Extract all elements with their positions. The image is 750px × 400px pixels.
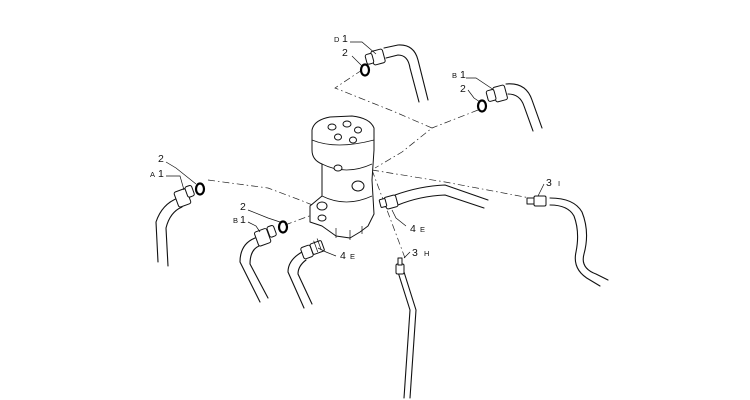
pipe-d-tube-edge-1 bbox=[383, 44, 429, 101]
valve-side-port bbox=[351, 180, 365, 192]
valve-port-4 bbox=[334, 133, 342, 141]
label-b1-top-letter: B bbox=[452, 71, 457, 80]
hose-h-edge-1 bbox=[397, 271, 411, 399]
pipe-b-low-tube-edge-1 bbox=[239, 237, 261, 303]
label-e4-low-number: 4 bbox=[340, 250, 346, 262]
assembly-line-i bbox=[371, 169, 531, 199]
leader-b2-low bbox=[247, 209, 281, 223]
hose-e-low-assembly bbox=[287, 238, 325, 309]
hose-e-right-edge-1 bbox=[394, 184, 489, 201]
o-ring-d bbox=[359, 63, 371, 77]
pipe-a-assembly bbox=[155, 182, 206, 267]
hose-e-right-edge-2 bbox=[397, 194, 485, 209]
leader-i3 bbox=[537, 183, 545, 197]
hose-e-low-edge-1 bbox=[287, 251, 305, 309]
o-ring-b-low bbox=[277, 220, 289, 234]
pipe-b-top-assembly bbox=[476, 83, 543, 132]
leader-e4-low bbox=[317, 247, 337, 257]
label-a2-number: 2 bbox=[158, 153, 164, 165]
valve-port-1 bbox=[327, 123, 337, 131]
pipe-b-low-fitting-nut bbox=[254, 228, 272, 247]
leader-b1-top bbox=[466, 77, 495, 91]
leader-h3 bbox=[403, 251, 411, 259]
pipe-d-assembly bbox=[359, 44, 429, 103]
pipe-d-fitting-tip bbox=[364, 53, 375, 65]
pipe-d-tube-edge-2 bbox=[385, 54, 420, 103]
hose-h-edge-2 bbox=[403, 271, 417, 399]
hose-h-tip bbox=[397, 257, 403, 266]
hose-e-low-hex-nut bbox=[309, 240, 325, 255]
hose-i-edge-1 bbox=[549, 197, 609, 281]
leader-a1 bbox=[166, 175, 185, 191]
valve-low-edge bbox=[321, 195, 373, 203]
assembly-line-d bbox=[334, 69, 433, 169]
hose-i-tip bbox=[526, 197, 535, 205]
pipe-a-tube-edge-2 bbox=[165, 206, 183, 267]
hose-i-fitting bbox=[533, 195, 547, 207]
leader-d1 bbox=[350, 41, 377, 55]
hose-e-right-assembly bbox=[378, 184, 489, 210]
pipe-a-tube-edge-1 bbox=[155, 197, 179, 263]
label-b1-top-number: 1 bbox=[460, 69, 466, 81]
label-d2-number: 2 bbox=[342, 47, 348, 59]
assembly-lines bbox=[207, 69, 531, 259]
label-d1-letter: D bbox=[334, 35, 340, 44]
valve-mid-edge bbox=[321, 163, 373, 171]
pipe-b-low-tube-edge-2 bbox=[249, 245, 269, 299]
valve-port-5 bbox=[349, 136, 357, 144]
pipe-b-top-tube-edge-2 bbox=[507, 93, 534, 132]
pipe-b-top-tube-edge-1 bbox=[505, 83, 543, 129]
valve-body bbox=[309, 115, 375, 240]
o-ring-a bbox=[194, 182, 206, 196]
assembly-line-a bbox=[207, 179, 321, 209]
valve-front-port-2 bbox=[317, 214, 327, 222]
hose-e-low-edge-2 bbox=[297, 259, 313, 305]
hose-e-low-hex-lines bbox=[313, 238, 322, 253]
label-d1-number: 1 bbox=[342, 33, 348, 45]
leader-lines bbox=[165, 41, 545, 259]
hose-i-assembly bbox=[526, 195, 609, 287]
leader-a2 bbox=[165, 161, 197, 185]
leader-b1-low bbox=[247, 221, 261, 233]
pipe-b-top-fitting-tip bbox=[485, 89, 497, 102]
label-h3-letter: H bbox=[424, 249, 429, 258]
valve-port-2 bbox=[342, 120, 352, 128]
label-e4-low-letter: E bbox=[350, 252, 355, 261]
label-e4-right-letter: E bbox=[420, 225, 425, 234]
hose-i-edge-2 bbox=[549, 204, 601, 287]
o-ring-b-top bbox=[476, 99, 488, 113]
pipe-b-low-assembly bbox=[239, 220, 289, 303]
label-b1-low-letter: B bbox=[233, 216, 238, 225]
valve-base-feet bbox=[335, 226, 363, 240]
callout-labels: D 1 2 B 1 2 2 A 1 2 B 1 4 E 4 E 3 H 3 I bbox=[150, 33, 560, 262]
assembly-line-b-top bbox=[431, 109, 479, 129]
label-a1-number: 1 bbox=[158, 168, 164, 180]
leader-b2-top bbox=[467, 89, 481, 103]
label-b2-top-number: 2 bbox=[460, 83, 466, 95]
label-b2-low-number: 2 bbox=[240, 201, 246, 213]
assembly-line-h bbox=[371, 169, 406, 259]
label-i3-number: 3 bbox=[546, 177, 552, 189]
pipe-b-low-fitting-tip bbox=[266, 224, 277, 238]
hose-h-assembly bbox=[395, 257, 417, 399]
valve-port-3 bbox=[354, 126, 362, 134]
pipe-a-fitting-tip bbox=[184, 184, 195, 198]
valve-top-edge bbox=[311, 139, 375, 146]
valve-front-port-1 bbox=[316, 201, 328, 211]
label-e4-right-number: 4 bbox=[410, 223, 416, 235]
label-i3-letter: I bbox=[558, 179, 560, 188]
hose-e-right-tip bbox=[378, 198, 388, 208]
valve-mid-port bbox=[333, 164, 343, 172]
label-a1-letter: A bbox=[150, 170, 155, 179]
label-h3-number: 3 bbox=[412, 247, 418, 259]
label-b1-low-number: 1 bbox=[240, 214, 246, 226]
leader-e4-right bbox=[391, 209, 407, 227]
leader-d2 bbox=[351, 55, 363, 67]
